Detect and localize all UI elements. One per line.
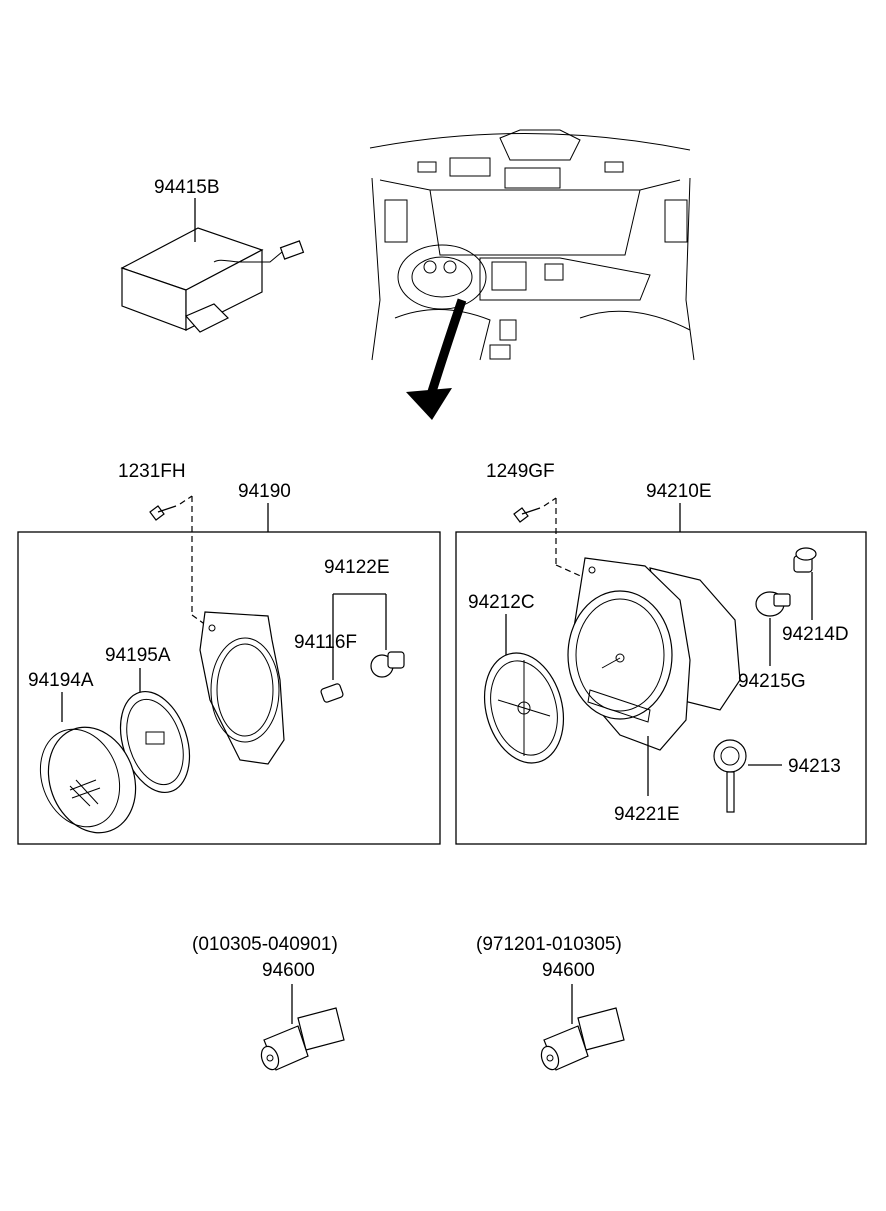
key-94213	[713, 739, 747, 813]
screw-1231fh	[149, 495, 211, 629]
cab-interior-view	[369, 129, 695, 420]
label-1249gf: 1249GF	[486, 461, 555, 482]
label-94195a: 94195A	[105, 645, 171, 666]
socket-94122e	[370, 651, 405, 678]
label-94215g: 94215G	[738, 671, 806, 692]
speed-sensor-right	[540, 1007, 625, 1071]
bulb-94214d	[793, 547, 817, 573]
label-94190: 94190	[238, 481, 291, 502]
dial-94212c	[483, 652, 565, 764]
cluster-94210e-box	[455, 531, 867, 845]
label-94600-right: 94600	[542, 960, 595, 981]
module-94415b	[120, 198, 305, 333]
label-94214d: 94214D	[782, 624, 849, 645]
label-1231fh: 1231FH	[118, 461, 186, 482]
cluster-housing-94221e	[567, 557, 741, 751]
screw-1249gf	[513, 497, 586, 579]
label-94213: 94213	[788, 756, 841, 777]
label-range-left: (010305-040901)	[192, 934, 338, 955]
lens-94194a	[39, 726, 137, 834]
cluster-94190-box	[17, 531, 441, 845]
label-94221e: 94221E	[614, 804, 680, 825]
speed-sensor-left	[260, 1007, 345, 1071]
label-94122e: 94122E	[324, 557, 390, 578]
bulb-94215g	[755, 591, 791, 617]
label-94212c: 94212C	[468, 592, 535, 613]
label-range-right: (971201-010305)	[476, 934, 622, 955]
label-94194a: 94194A	[28, 670, 94, 691]
label-94415b: 94415B	[154, 177, 220, 198]
cluster-case-plate	[199, 611, 285, 765]
label-94600-left: 94600	[262, 960, 315, 981]
label-94116f: 94116F	[294, 632, 357, 653]
label-94210e: 94210E	[646, 481, 712, 502]
bulb-94116f	[320, 683, 344, 703]
